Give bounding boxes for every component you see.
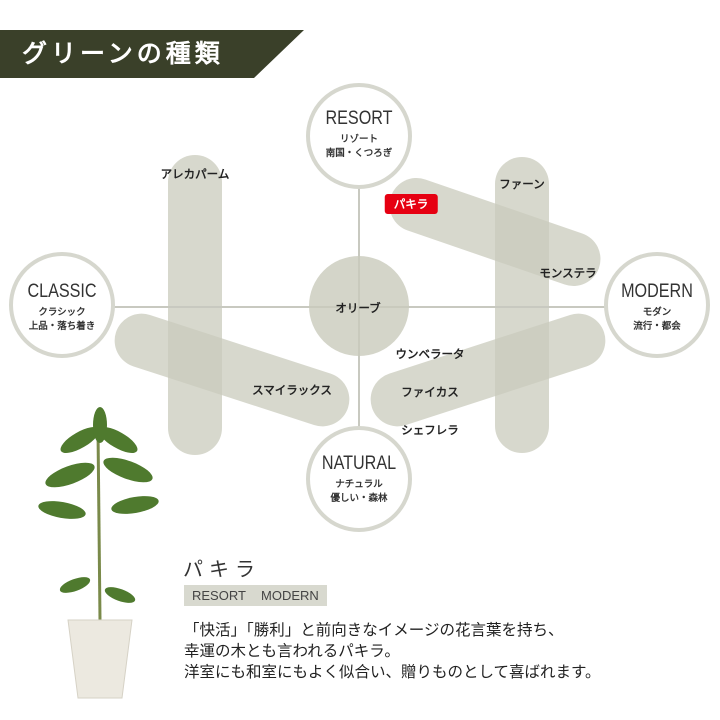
- axis-modern-en: MODERN: [621, 281, 693, 302]
- axis-natural: NATURAL ナチュラル 優しい・森林: [307, 453, 411, 506]
- resort-circle: [306, 83, 412, 189]
- description-line: 洋室にも和室にもよく似合い、贈りものとして喜ばれます。: [184, 663, 601, 681]
- plant-fern[interactable]: ファーン: [499, 177, 545, 191]
- axis-classic-jp: クラシック: [38, 307, 86, 318]
- plant-areca[interactable]: アレカパーム: [160, 167, 230, 181]
- plant-olive[interactable]: オリーブ: [335, 301, 381, 315]
- title-banner: [0, 30, 304, 78]
- capsule-ficus: [370, 313, 606, 427]
- axis-modern-desc: 流行・都会: [633, 321, 681, 332]
- axis-classic: CLASSIC クラシック 上品・落ち着き: [10, 281, 114, 334]
- capsule-fern: [495, 157, 549, 453]
- pachira-plant-icon: [38, 407, 159, 699]
- natural-circle: [306, 426, 412, 532]
- plant-smilax[interactable]: スマイラックス: [252, 383, 332, 397]
- axis-resort: RESORT リゾート 南国・くつろぎ: [307, 108, 411, 161]
- axis-natural-jp: ナチュラル: [335, 479, 383, 490]
- plant-monstera[interactable]: モンステラ: [539, 266, 597, 280]
- modern-circle: [604, 252, 710, 358]
- plant-umbellata[interactable]: ウンベラータ: [395, 347, 465, 361]
- axis-resort-desc: 南国・くつろぎ: [325, 148, 393, 159]
- axis-natural-en: NATURAL: [321, 453, 397, 474]
- axis-classic-en: CLASSIC: [27, 281, 97, 302]
- capsule-smilax: [114, 313, 350, 427]
- classic-circle: [9, 252, 115, 358]
- axis-modern: MODERN モダン 流行・都会: [605, 281, 709, 334]
- plant-pachira-selected[interactable]: パキラ: [384, 194, 438, 214]
- axis-classic-desc: 上品・落ち着き: [28, 321, 96, 332]
- page-title: グリーンの種類: [22, 39, 224, 68]
- capsule-pachira-monstera: [389, 177, 601, 287]
- axis-natural-desc: 優しい・森林: [330, 493, 388, 504]
- tag-resort: RESORT: [184, 585, 254, 606]
- description-line: 幸運の木とも言われるパキラ。: [184, 642, 400, 660]
- description-line: 「快活」「勝利」と前向きなイメージの花言葉を持ち、: [184, 621, 564, 639]
- plant-ficus[interactable]: ファイカス: [401, 385, 459, 399]
- axis-resort-en: RESORT: [325, 108, 393, 129]
- plant-schefflera[interactable]: シェフレラ: [401, 423, 459, 437]
- axis-resort-jp: リゾート: [339, 134, 378, 145]
- selected-plant-title: パキラ: [183, 557, 261, 581]
- selected-plant-description: 「快活」「勝利」と前向きなイメージの花言葉を持ち、 幸運の木とも言われるパキラ。…: [184, 620, 601, 683]
- axis-modern-jp: モダン: [642, 307, 672, 318]
- olive-circle: [309, 256, 409, 356]
- capsule-areca: [168, 155, 222, 455]
- tag-modern: MODERN: [253, 585, 327, 606]
